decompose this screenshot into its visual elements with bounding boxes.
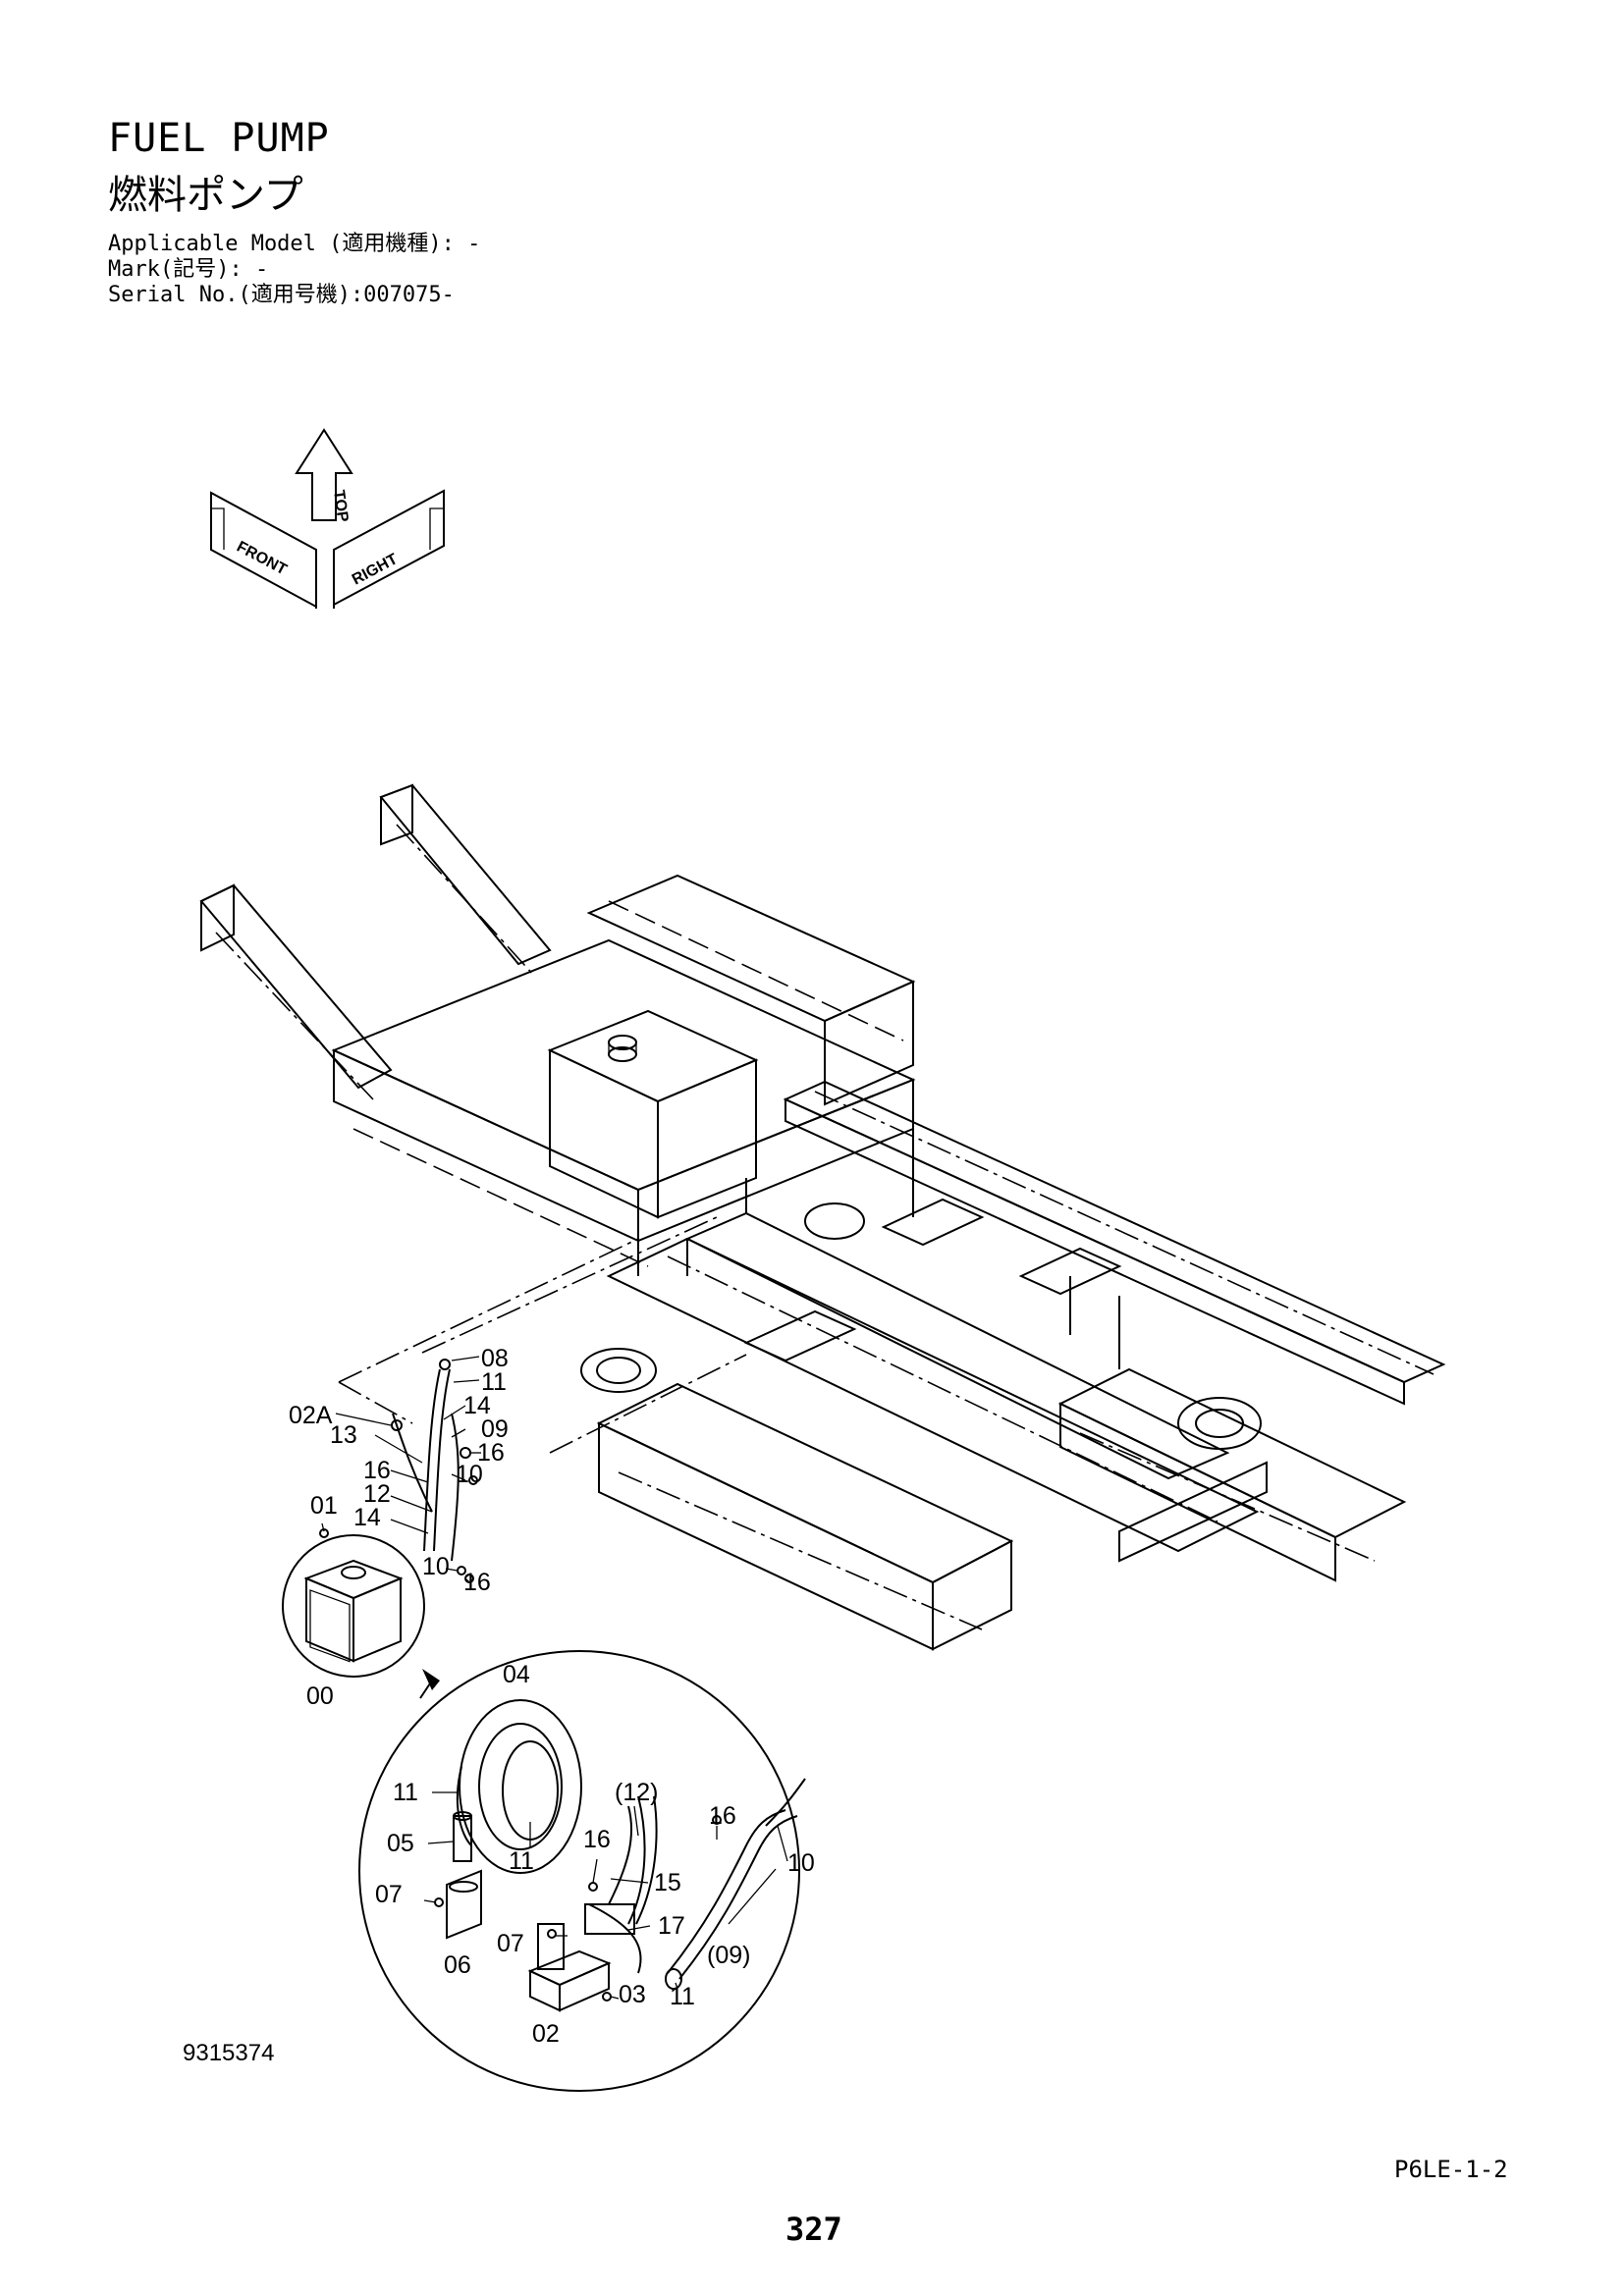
fuel-pump-assembly [391,1359,478,1583]
callout-02A: 02A [289,1402,333,1429]
page-title: FUEL PUMP [108,116,330,161]
callout-02: 02 [532,2020,560,2048]
applicable-model: Applicable Model (適用機種): - [108,232,481,256]
machine-frame [199,783,1446,1651]
callout-06: 06 [444,1951,471,1979]
callout-16: 16 [363,1457,391,1484]
page-number: 327 [785,2211,842,2248]
callout-14: 14 [353,1504,381,1531]
callout-00: 00 [306,1682,334,1710]
callout-12: 12 [363,1480,391,1508]
mark: Mark(記号): - [108,257,269,282]
callout-11: 11 [393,1779,418,1806]
callout-16: 16 [583,1826,611,1853]
callout-labels: 08 11 02A 14 13 09 16 16 10 12 01 14 10 … [289,1345,815,2048]
callout-01: 01 [310,1492,338,1520]
callout-11: 11 [670,1983,695,2010]
callout-04: 04 [503,1661,530,1688]
callout-16: 16 [477,1439,505,1467]
callout-14: 14 [463,1392,491,1419]
callout-17: 17 [658,1912,685,1940]
callout-15: 15 [654,1869,681,1896]
leader-lines [321,1356,788,2000]
callout-09-ref: (09) [707,1942,750,1969]
callout-10: 10 [456,1461,483,1488]
callout-07: 07 [497,1930,524,1957]
orientation-front-label: FRONT [234,539,290,579]
callout-10: 10 [422,1553,450,1580]
callout-08: 08 [481,1345,509,1372]
callout-07: 07 [375,1881,403,1908]
catalog-code: P6LE-1-2 [1394,2156,1508,2183]
drawing-number: 9315374 [183,2040,275,2066]
page-title-japanese: 燃料ポンプ [108,173,303,218]
callout-16: 16 [709,1802,736,1830]
callout-05: 05 [387,1830,414,1857]
detail-circle-lower [358,1650,806,2092]
callout-10: 10 [787,1849,815,1877]
callout-13: 13 [330,1421,357,1449]
callout-11: 11 [481,1368,507,1396]
callout-11: 11 [509,1847,534,1875]
callout-12-ref: (12) [615,1779,658,1806]
orientation-top-label: TOP [330,489,351,523]
callout-16: 16 [463,1569,491,1596]
detail-circle-00 [282,1528,440,1699]
assembly-leader [338,1216,747,1454]
orientation-indicator: TOP FRONT RIGHT [210,428,445,609]
callout-09: 09 [481,1415,509,1443]
callout-03: 03 [619,1981,646,2008]
serial-number: Serial No.(適用号機):007075- [108,283,455,307]
